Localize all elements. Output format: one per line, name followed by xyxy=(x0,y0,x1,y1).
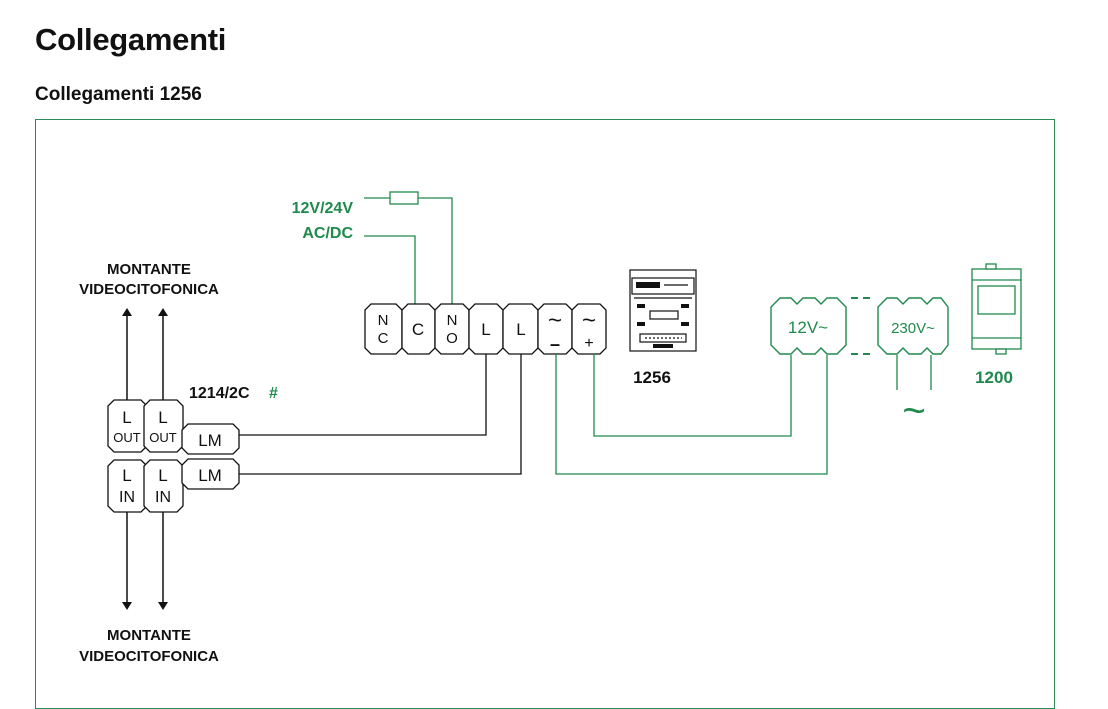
transformer-230v-label: 230V~ xyxy=(891,320,935,337)
terminal-no-bottom: O xyxy=(446,330,458,347)
terminal-ac-minus: ~ – xyxy=(537,303,573,355)
terminal-l-out-1: L OUT xyxy=(107,399,148,453)
terminal-l-out-2: L OUT xyxy=(143,399,184,453)
device-1256-label: 1256 xyxy=(633,368,671,387)
terminal-l-out-2-sub: OUT xyxy=(149,430,177,445)
terminal-l-out-2-letter: L xyxy=(158,408,167,427)
terminal-ac-plus: ~ + xyxy=(571,303,607,355)
transformer-12v-label: 12V~ xyxy=(788,318,828,337)
terminal-nc-bottom: C xyxy=(378,330,389,347)
terminal-no-top: N xyxy=(447,312,458,329)
section-title: Collegamenti 1256 xyxy=(35,84,202,105)
transformer-12v-terminal: 12V~ xyxy=(770,297,847,355)
transformer-230v-terminal: 230V~ xyxy=(877,297,949,355)
terminal-l-2: L xyxy=(502,303,539,355)
terminal-l-in-1-sub: IN xyxy=(119,489,135,506)
terminal-l-1-label: L xyxy=(481,320,490,339)
terminal-ac-plus-sign: + xyxy=(584,335,593,352)
terminal-ac-minus-wave: ~ xyxy=(548,307,562,334)
terminal-lm-1-label: LM xyxy=(198,431,222,450)
terminal-l-out-1-letter: L xyxy=(122,408,131,427)
terminal-nc-top: N xyxy=(378,312,389,329)
transformer-1200-icon xyxy=(971,263,1022,355)
terminal-no: N O xyxy=(434,303,470,355)
terminal-l-in-2-sub: IN xyxy=(155,489,171,506)
device-1256-icon xyxy=(629,269,697,352)
supply-label-line1: 12V/24V xyxy=(292,200,354,217)
transformer-dashes xyxy=(851,297,872,355)
terminal-l-2-label: L xyxy=(516,320,525,339)
terminal-c-label: C xyxy=(412,320,424,339)
riser-top-line1: MONTANTE xyxy=(107,261,191,278)
terminal-l-in-2: L IN xyxy=(143,459,184,513)
wiring-diagram: MONTANTE VIDEOCITOFONICA MONTANTE VIDEOC… xyxy=(79,191,1022,665)
riser-data-wires xyxy=(239,354,522,475)
terminal-lm-2: LM xyxy=(181,458,240,490)
terminal-l-in-1: L IN xyxy=(107,459,148,513)
terminal-l-out-1-sub: OUT xyxy=(113,430,141,445)
mains-wires xyxy=(896,355,932,390)
terminal-l-1: L xyxy=(468,303,504,355)
terminal-ac-plus-wave: ~ xyxy=(582,307,596,334)
riser-top-line2: VIDEOCITOFONICA xyxy=(79,281,219,298)
terminal-lm-1: LM xyxy=(181,423,240,455)
distributor-mark: # xyxy=(269,385,278,402)
terminal-c: C xyxy=(401,303,436,355)
riser-bottom-line2: VIDEOCITOFONICA xyxy=(79,648,219,665)
power-wires xyxy=(555,354,828,475)
supply-wires xyxy=(364,191,453,304)
distributor-model-label: 1214/2C xyxy=(189,385,250,402)
page-title: Collegamenti xyxy=(35,22,227,57)
mains-ac-symbol: ~ xyxy=(902,389,925,433)
supply-label-line2: AC/DC xyxy=(302,225,353,242)
riser-top-label: MONTANTE VIDEOCITOFONICA xyxy=(79,261,219,298)
riser-bottom-label: MONTANTE VIDEOCITOFONICA xyxy=(79,627,219,665)
terminal-l-in-1-letter: L xyxy=(122,466,131,485)
terminal-l-in-2-letter: L xyxy=(158,466,167,485)
riser-bottom-line1: MONTANTE xyxy=(107,627,191,644)
terminal-ac-minus-sign: – xyxy=(550,334,560,354)
transformer-1200-label: 1200 xyxy=(975,368,1013,387)
terminal-nc: N C xyxy=(364,303,403,355)
terminal-lm-2-label: LM xyxy=(198,466,222,485)
